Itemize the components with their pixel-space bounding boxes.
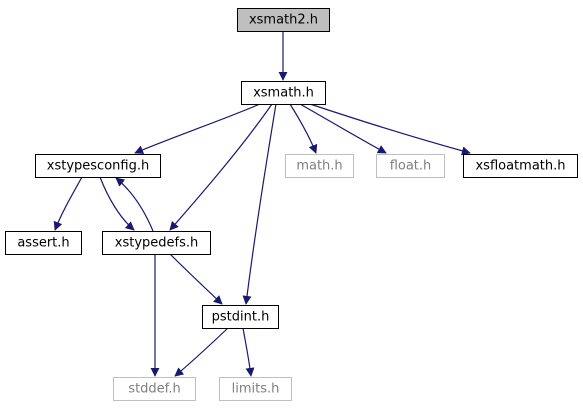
node-assert[interactable]: assert.h <box>5 231 82 255</box>
node-float: float.h <box>376 154 445 178</box>
node-box-assert <box>5 231 82 255</box>
node-xsmath[interactable]: xsmath.h <box>241 81 326 105</box>
edge-xstypedefs-to-pstdint <box>169 253 223 305</box>
node-box-xsmath <box>241 81 326 105</box>
node-box-pstdint <box>202 305 279 329</box>
node-label-xsfloatmath: xsfloatmath.h <box>475 159 565 174</box>
edge-xsmath-to-xsfloatmath <box>309 103 471 156</box>
node-label-stddef: stddef.h <box>128 382 180 397</box>
nodes-layer: xsmath2.h xsmath.h xstypesconfig.h math.h fl… <box>5 8 578 401</box>
node-limits: limits.h <box>219 377 292 401</box>
edge-xsmath-to-math <box>289 103 318 154</box>
node-label-assert: assert.h <box>17 236 69 251</box>
edge-xsmath-to-pstdint <box>242 103 277 305</box>
edge-xsmath-to-xstypesconfig <box>134 103 261 154</box>
node-box-stddef <box>113 377 196 401</box>
node-xsmath2[interactable]: xsmath2.h <box>237 8 330 32</box>
node-xsfloatmath[interactable]: xsfloatmath.h <box>463 154 578 178</box>
edges-layer <box>53 31 471 377</box>
node-label-math: math.h <box>296 159 342 174</box>
edge-xstypesconfig-to-assert <box>53 176 83 231</box>
node-label-pstdint: pstdint.h <box>212 310 270 325</box>
node-box-xstypedefs <box>102 231 211 255</box>
node-label-limits: limits.h <box>232 382 280 397</box>
node-xstypedefs[interactable]: xstypedefs.h <box>102 231 211 255</box>
node-box-xstypesconfig <box>35 154 161 178</box>
node-xstypesconfig[interactable]: xstypesconfig.h <box>35 154 161 178</box>
node-box-limits <box>219 377 292 401</box>
node-label-xstypedefs: xstypedefs.h <box>115 236 198 251</box>
edge-xsmath-to-float <box>299 103 387 154</box>
node-stddef: stddef.h <box>113 377 196 401</box>
node-box-float <box>376 154 445 178</box>
node-label-float: float.h <box>390 159 432 174</box>
node-box-math <box>285 154 354 178</box>
node-label-xstypesconfig: xstypesconfig.h <box>47 159 149 174</box>
node-box-xsfloatmath <box>463 154 578 178</box>
node-label-xsmath: xsmath.h <box>253 86 314 101</box>
edge-xstypesconfig-to-xstypedefs <box>99 176 135 231</box>
node-pstdint[interactable]: pstdint.h <box>202 305 279 329</box>
node-math: math.h <box>285 154 354 178</box>
node-label-xsmath2: xsmath2.h <box>249 13 318 28</box>
edge-pstdint-to-stddef <box>174 327 229 377</box>
edge-xsmath-to-xstypedefs <box>169 103 273 231</box>
edge-xstypedefs-to-xstypesconfig <box>115 177 154 232</box>
node-box-xsmath2 <box>237 8 330 32</box>
edge-pstdint-to-limits <box>242 327 255 377</box>
